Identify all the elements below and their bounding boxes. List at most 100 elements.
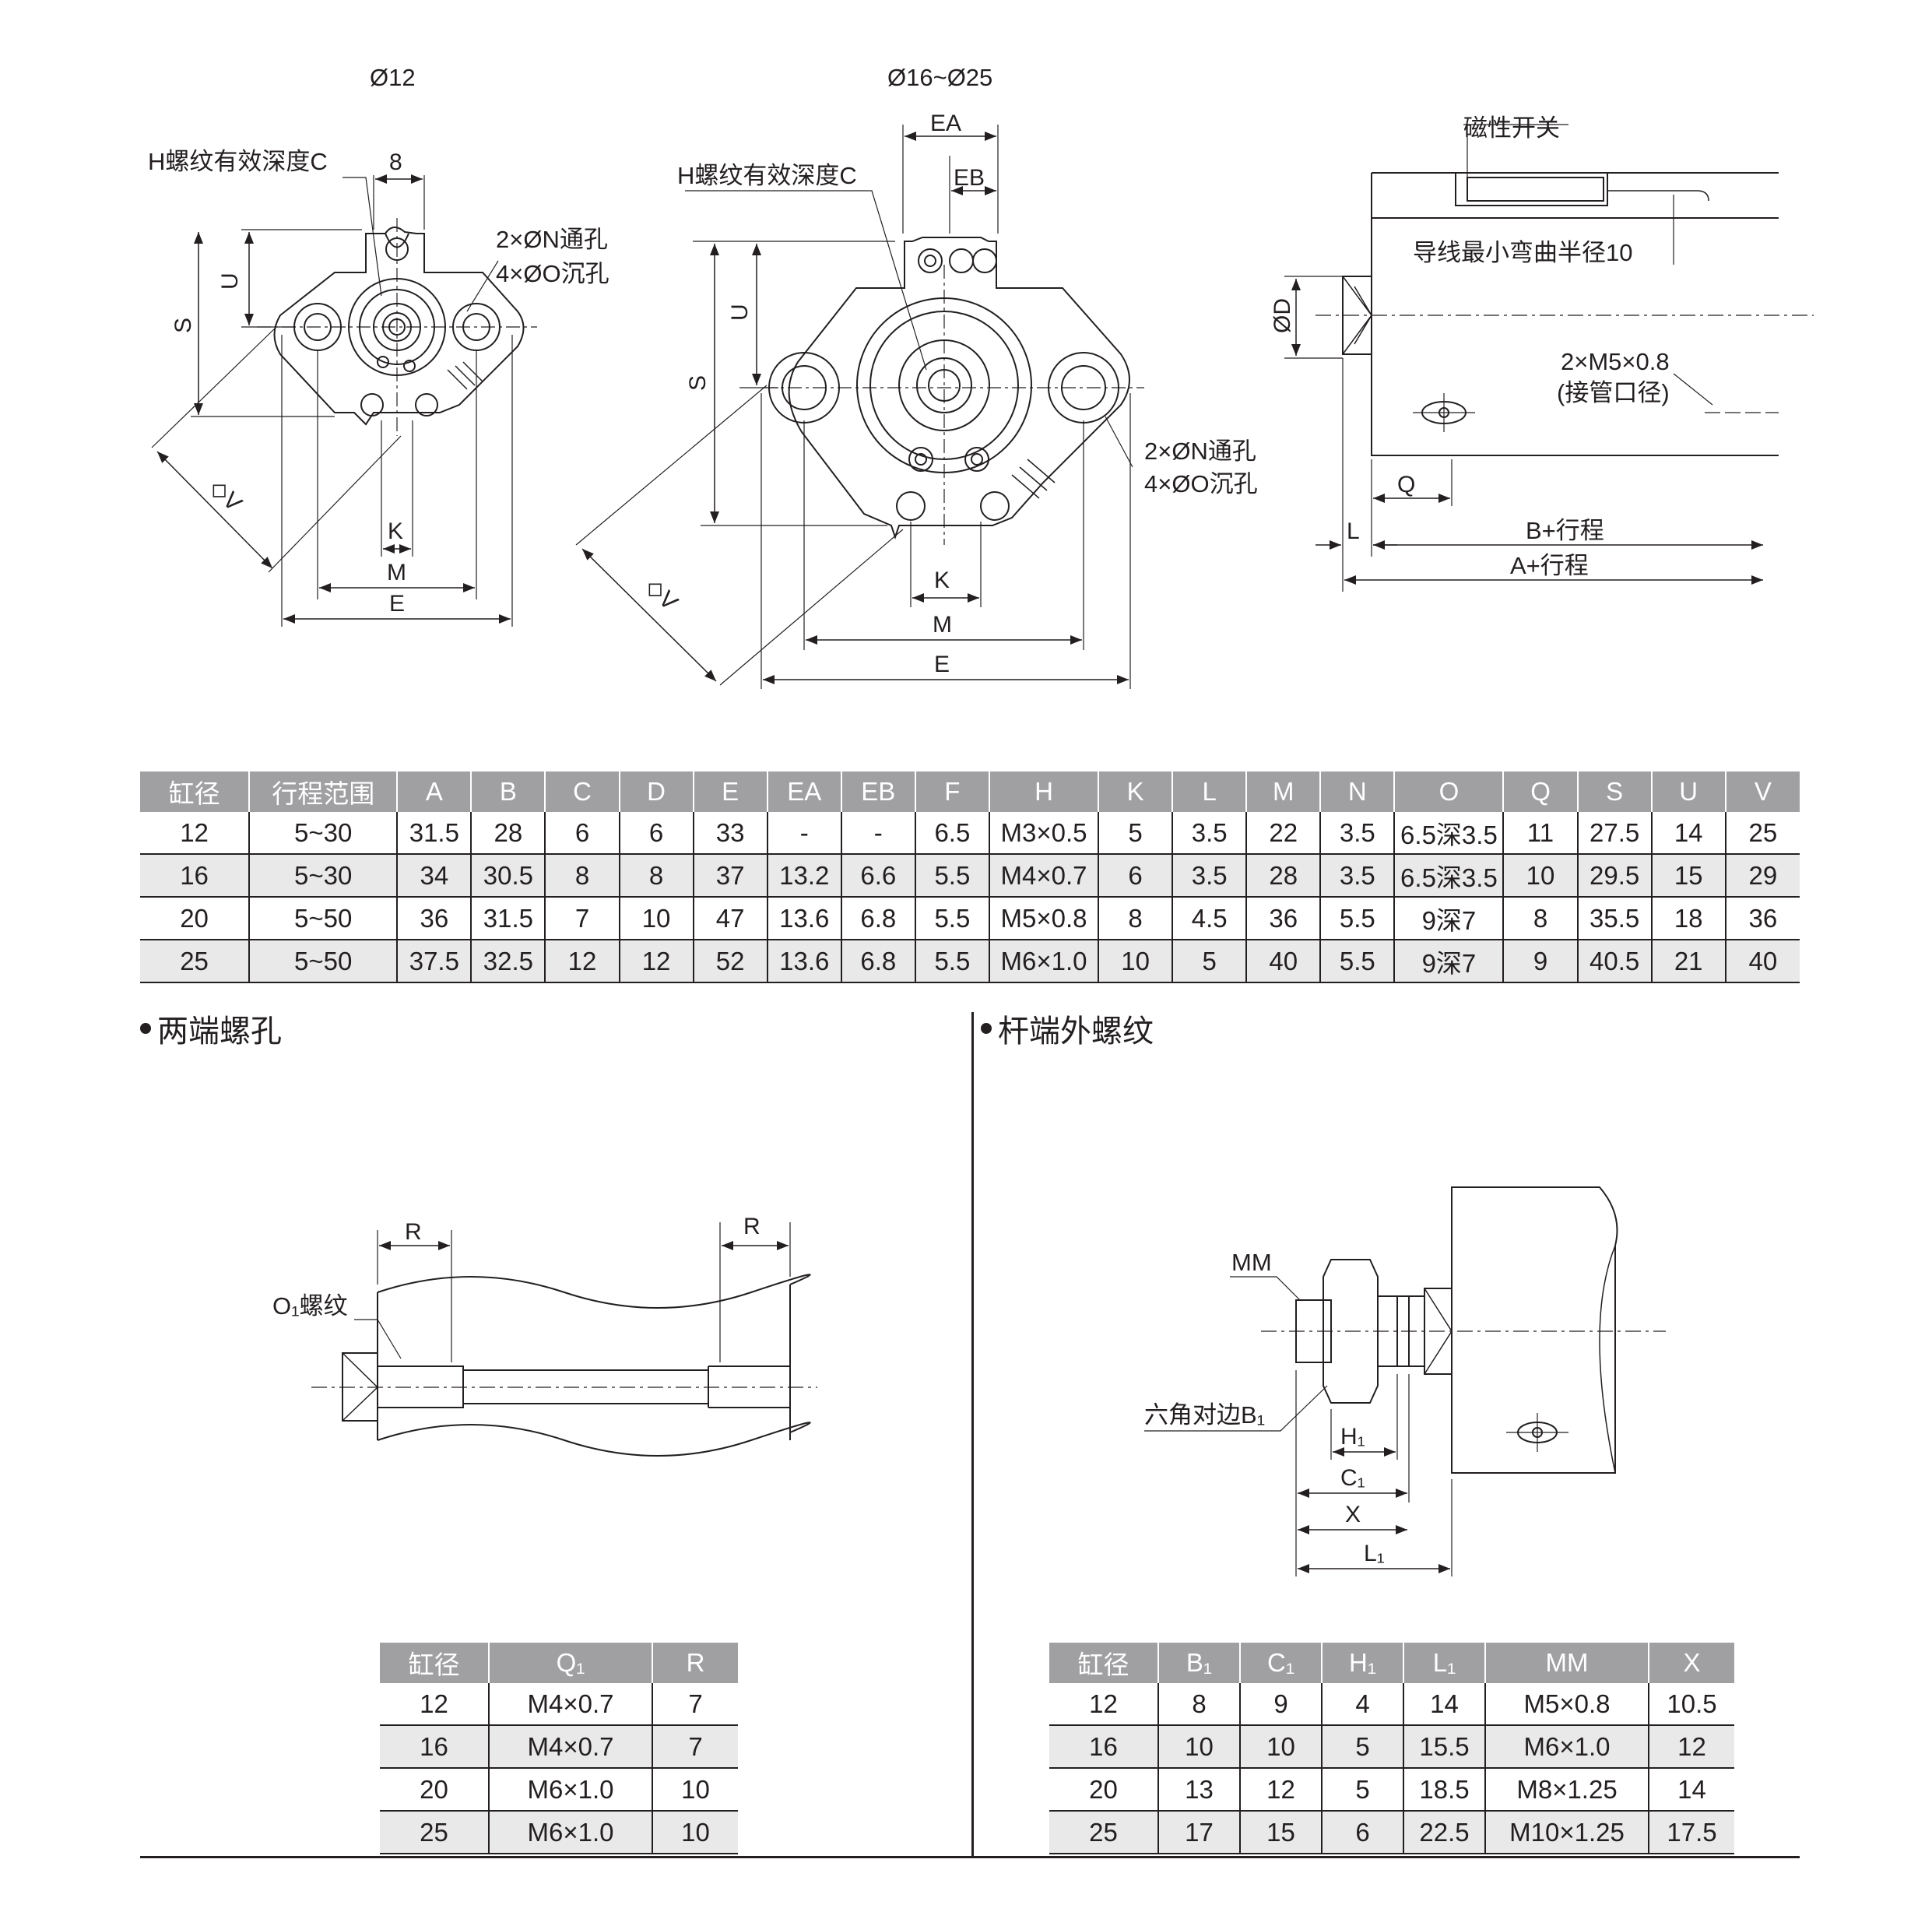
table-cell: 21 — [1651, 940, 1727, 982]
table-cell: 5~30 — [249, 854, 399, 897]
table-cell: - — [767, 812, 842, 854]
right-hex-label: 六角对边B₁ — [1144, 1401, 1265, 1429]
view-side — [1284, 124, 1814, 592]
view-16-25-front — [575, 125, 1144, 689]
table-cell: 6.8 — [841, 897, 916, 940]
bullet-icon — [981, 1023, 992, 1034]
table-cell: 30.5 — [471, 854, 546, 897]
view2-dim-k: K — [934, 568, 950, 593]
table-cell: 12 — [1677, 1731, 1706, 1761]
table-cell: 28 — [1246, 854, 1322, 897]
table-cell: 13 — [1158, 1768, 1241, 1811]
table-cell: 36 — [397, 897, 472, 940]
table-cell: 29 — [1748, 860, 1778, 890]
table-cell: 36 — [1748, 903, 1778, 933]
table-cell: 5 — [1322, 1725, 1404, 1768]
table-cell: 9 — [1240, 1683, 1323, 1725]
table-cell: 8 — [619, 854, 694, 897]
table-cell: 5~30 — [249, 812, 399, 854]
table-cell: 8 — [1098, 897, 1174, 940]
table-cell: 25 — [380, 1811, 490, 1854]
view3-dim-q: Q — [1397, 472, 1415, 497]
table-cell: 12 — [1049, 1683, 1159, 1725]
view3-port: 2×M5×0.8 — [1561, 348, 1670, 375]
table-cell: 36 — [1246, 897, 1322, 940]
table-cell: 5~50 — [249, 897, 399, 940]
bullet-icon — [140, 1023, 151, 1034]
table-cell: 10 — [681, 1774, 710, 1804]
table-cell: M5×0.8 — [989, 897, 1100, 940]
table-cell: 5 — [1172, 940, 1248, 982]
table-cell: M8×1.25 — [1485, 1768, 1649, 1811]
table-cell: - — [841, 812, 916, 854]
table-cell: 3.5 — [1172, 854, 1248, 897]
table-header-cell: 行程范围 — [249, 771, 399, 812]
left-dim-r2: R — [743, 1214, 761, 1239]
table-cell: 5.5 — [1320, 940, 1396, 982]
table-header-cell: 缸径 — [380, 1643, 490, 1683]
table-header-cell: B — [471, 771, 546, 812]
table-cell: 5.5 — [915, 854, 990, 897]
table-cell: 10 — [1240, 1725, 1323, 1768]
table-cell: 12 — [619, 940, 694, 982]
right-dim-x: X — [1345, 1502, 1361, 1527]
view1-dim-s: S — [170, 318, 196, 333]
table-cell: 10 — [1098, 940, 1174, 982]
table-cell: 37 — [693, 854, 768, 897]
table-cell: 33 — [693, 812, 768, 854]
view2-title: Ø16~Ø25 — [887, 64, 992, 91]
table-cell: 11 — [1503, 812, 1579, 854]
table-header-cell: A — [397, 771, 472, 812]
table-cell: 9 — [1503, 940, 1579, 982]
left-dim-r1: R — [405, 1219, 422, 1245]
table-header-cell: B₁ — [1158, 1643, 1241, 1683]
table-cell: 40.5 — [1577, 940, 1653, 982]
table-cell: 22.5 — [1403, 1811, 1486, 1854]
table-cell: 18 — [1651, 897, 1727, 940]
view1-dim-m: M — [387, 560, 406, 585]
table-cell: 17 — [1158, 1811, 1241, 1854]
table-header-cell: O — [1394, 771, 1505, 812]
table-cell: 14 — [1403, 1683, 1486, 1725]
table-cell: 9深7 — [1394, 940, 1505, 982]
table-cell: 6.5深3.5 — [1394, 812, 1505, 854]
table-header-cell: EB — [841, 771, 916, 812]
table-header-cell: C₁ — [1240, 1643, 1323, 1683]
view3-switch: 磁性开关 — [1463, 114, 1560, 142]
table-cell: 31.5 — [397, 812, 472, 854]
table-cell: 8 — [545, 854, 620, 897]
table-cell: 35.5 — [1577, 897, 1653, 940]
table-header-cell: EA — [767, 771, 842, 812]
table-cell: 14 — [1677, 1774, 1706, 1804]
table-cell: 10 — [1158, 1725, 1241, 1768]
table-header-cell: 缸径 — [140, 771, 251, 812]
table-cell: 25 — [1049, 1811, 1159, 1854]
table-cell: 40 — [1748, 946, 1778, 975]
view1-dim-8: 8 — [389, 149, 402, 175]
table-cell: M4×0.7 — [489, 1683, 653, 1725]
table-cell: 3.5 — [1320, 854, 1396, 897]
table-header-cell: H — [989, 771, 1100, 812]
left-thread-label: O₁螺纹 — [272, 1292, 348, 1320]
table-cell: 14 — [1651, 812, 1727, 854]
table-cell: 7 — [688, 1689, 703, 1718]
view3-port-note: (接管口径) — [1557, 379, 1670, 406]
table-header-cell: H₁ — [1322, 1643, 1404, 1683]
table-cell: 18.5 — [1403, 1768, 1486, 1811]
view1-dim-u: U — [217, 272, 243, 290]
table-cell: 37.5 — [397, 940, 472, 982]
lower-technical-drawing: R R O₁螺纹 MM 六角对边B₁ H₁ C₁ X L₁ — [272, 1186, 1666, 1576]
table-cell: M3×0.5 — [989, 812, 1100, 854]
view3-wire: 导线最小弯曲半径10 — [1413, 239, 1632, 266]
view2-hole-o: 4×ØO沉孔 — [1144, 470, 1258, 497]
table-header-cell: Q₁ — [489, 1643, 653, 1683]
view2-dim-m: M — [933, 612, 952, 638]
table-cell: 20 — [1049, 1768, 1159, 1811]
bottom-rule — [140, 1856, 1800, 1858]
